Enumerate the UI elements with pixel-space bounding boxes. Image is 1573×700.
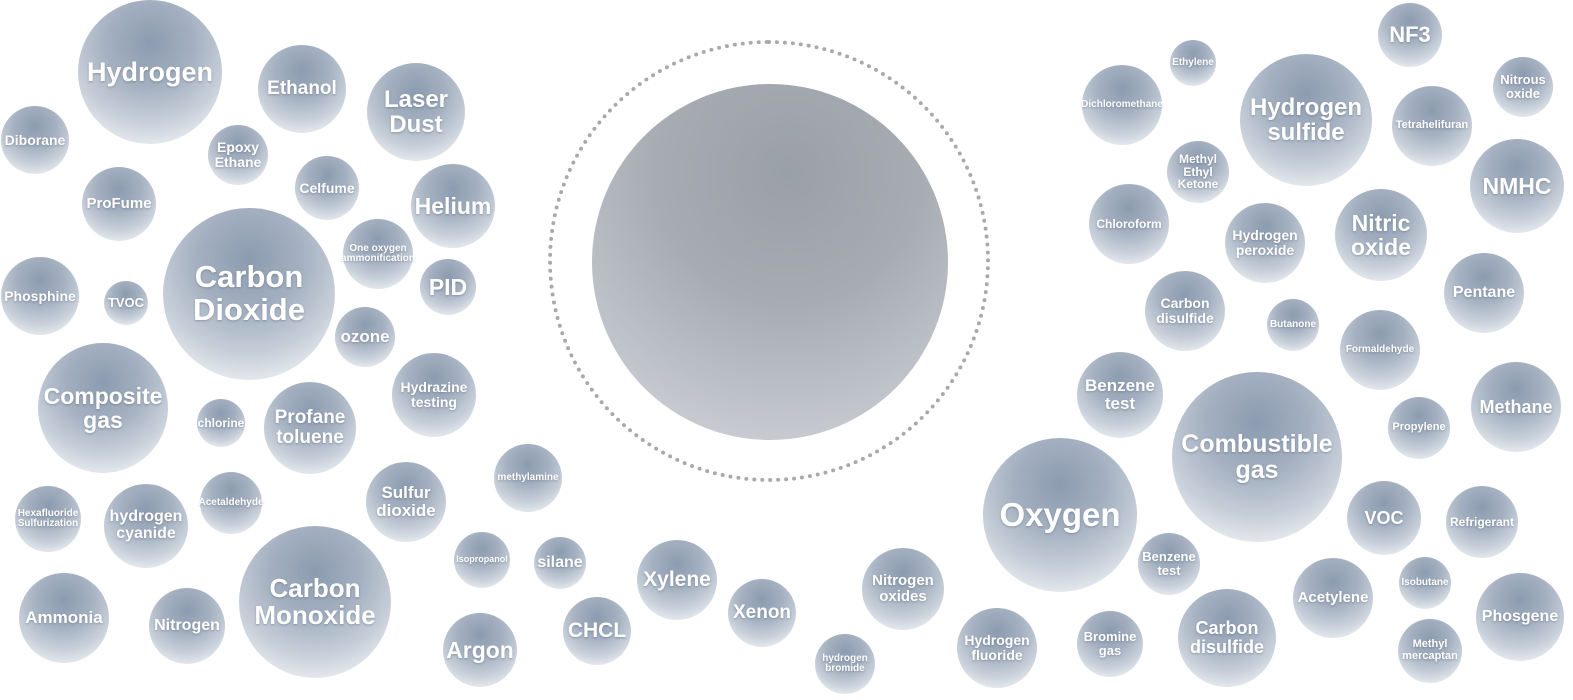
gas-bubble-celfume[interactable]: Celfume [295, 156, 359, 220]
gas-bubble-ethylene[interactable]: Ethylene [1170, 40, 1216, 86]
gas-bubble-phosphine[interactable]: Phosphine [1, 257, 79, 335]
gas-bubble-butanone[interactable]: Butanone [1267, 299, 1319, 351]
gas-bubble-ozone[interactable]: ozone [335, 307, 395, 367]
gas-bubble-argon[interactable]: Argon [443, 613, 517, 687]
gas-bubble-hydrazine-testing[interactable]: Hydrazine testing [392, 353, 476, 437]
gas-bubble-voc[interactable]: VOC [1347, 481, 1421, 555]
gas-bubble-profane-toluene[interactable]: Profane toluene [264, 382, 356, 474]
gas-bubble-chcl[interactable]: CHCL [563, 597, 631, 665]
gas-bubble-pentane[interactable]: Pentane [1444, 253, 1524, 333]
gas-bubble-methane[interactable]: Methane [1471, 362, 1561, 452]
gas-bubble-hydrogen-peroxide[interactable]: Hydrogen peroxide [1225, 203, 1305, 283]
gas-bubble-nitrogen[interactable]: Nitrogen [149, 588, 225, 664]
gas-bubble-nitrous-oxide[interactable]: Nitrous oxide [1493, 57, 1553, 117]
gas-bubble-nitrogen-oxides[interactable]: Nitrogen oxides [862, 548, 944, 630]
gas-bubble-phosgene[interactable]: Phosgene [1476, 573, 1564, 661]
center-dotted-ring [548, 40, 990, 482]
gas-bubble-carbon-dioxide[interactable]: Carbon Dioxide [163, 208, 335, 380]
gas-bubble-nitric-oxide[interactable]: Nitric oxide [1335, 189, 1427, 281]
gas-bubble-laser-dust[interactable]: Laser Dust [367, 63, 465, 161]
gas-bubble-composite-gas[interactable]: Composite gas [38, 343, 168, 473]
gas-bubble-xenon[interactable]: Xenon [728, 579, 796, 647]
gas-bubble-methyl-ethyl-ketone[interactable]: Methyl Ethyl Ketone [1167, 141, 1229, 203]
gas-bubble-methylamine[interactable]: methylamine [494, 444, 562, 512]
gas-bubble-tetrahelifuran[interactable]: Tetrahelifuran [1392, 86, 1472, 166]
gas-bubble-tvoc[interactable]: TVOC [104, 281, 148, 325]
gas-bubble-formaldehyde[interactable]: Formaldehyde [1340, 310, 1420, 390]
gas-bubble-silane[interactable]: silane [534, 537, 586, 589]
gas-bubble-nmhc[interactable]: NMHC [1470, 139, 1564, 233]
gas-bubble-hydrogen-fluoride[interactable]: Hydrogen fluoride [957, 608, 1037, 688]
gas-bubble-pid[interactable]: PID [420, 259, 476, 315]
gas-bubble-hydrogen-bromide[interactable]: hydrogen bromide [815, 634, 875, 694]
gas-bubble-nf3[interactable]: NF3 [1378, 3, 1442, 67]
gas-bubble-hydrogen-sulfide[interactable]: Hydrogen sulfide [1240, 54, 1372, 186]
gas-bubble-benzene-test[interactable]: Benzene test [1138, 533, 1200, 595]
gas-bubble-ammonia[interactable]: Ammonia [19, 573, 109, 663]
gas-bubble-methyl-mercaptan[interactable]: Methyl mercaptan [1398, 619, 1462, 683]
gas-bubble-profume[interactable]: ProFume [82, 167, 156, 241]
gas-bubble-one-oxygen-ammonification[interactable]: One oxygen ammonification [341, 219, 415, 289]
gas-bubble-oxygen[interactable]: Oxygen [983, 438, 1137, 592]
gas-bubble-diborane[interactable]: Diborane [1, 106, 69, 174]
gas-bubble-hydrogen[interactable]: Hydrogen [78, 0, 222, 144]
gas-bubble-chloroform[interactable]: Chloroform [1089, 184, 1169, 264]
gas-bubble-isopropanol[interactable]: Isopropanol [454, 532, 510, 588]
gas-bubble-bromine-gas[interactable]: Bromine gas [1077, 611, 1143, 677]
gas-bubble-combustible-gas[interactable]: Combustible gas [1172, 372, 1342, 542]
gas-bubble-carbon-monoxide[interactable]: Carbon Monoxide [239, 526, 391, 678]
gas-bubble-hydrogen-cyanide[interactable]: hydrogen cyanide [104, 484, 188, 568]
gas-bubble-helium[interactable]: Helium [411, 164, 495, 248]
gas-bubble-isobutane[interactable]: Isobutane [1399, 557, 1451, 609]
gas-bubble-acetylene[interactable]: Acetylene [1293, 558, 1373, 638]
gas-bubble-hexafluoride-sulfurization[interactable]: Hexafluoride Sulfurization [15, 486, 81, 552]
gas-bubble-epoxy-ethane[interactable]: Epoxy Ethane [208, 125, 268, 185]
gas-bubble-ethanol[interactable]: Ethanol [258, 45, 346, 133]
gas-bubble-propylene[interactable]: Propylene [1388, 397, 1450, 459]
gas-bubble-carbon-disulfide[interactable]: Carbon disulfide [1178, 589, 1276, 687]
center-circle[interactable] [592, 84, 948, 440]
gas-bubble-benzene-test[interactable]: Benzene test [1077, 352, 1163, 438]
gas-bubble-refrigerant[interactable]: Refrigerant [1446, 486, 1518, 558]
gas-bubble-dichloromethane[interactable]: Dichloromethane [1081, 65, 1163, 145]
gas-bubble-acetaldehyde[interactable]: Acetaldehyde [198, 472, 264, 534]
gas-bubble-chlorine[interactable]: chlorine [197, 399, 245, 447]
gas-bubble-carbon-disulfide[interactable]: Carbon disulfide [1145, 271, 1225, 351]
gas-bubble-xylene[interactable]: Xylene [637, 540, 717, 620]
gas-bubble-sulfur-dioxide[interactable]: Sulfur dioxide [366, 462, 446, 542]
